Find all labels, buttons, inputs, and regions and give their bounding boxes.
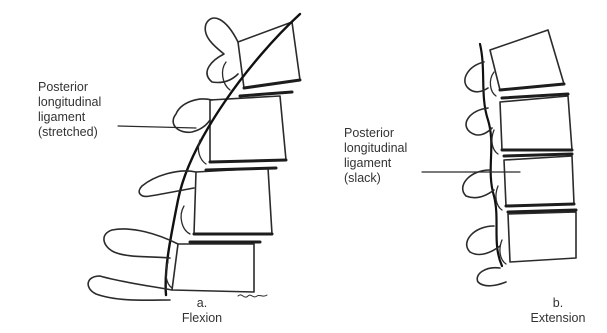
extension-spinous-process-5 — [477, 268, 506, 286]
flexion-caption-letter: a. — [162, 296, 242, 311]
extension-ligament-label: Posterior longitudinal ligament (slack) — [344, 126, 407, 186]
extension-label-line-1: Posterior — [344, 126, 407, 141]
extension-vertebra-2 — [500, 96, 572, 150]
flexion-caption: a. Flexion — [162, 296, 242, 326]
flexion-spinous-process-3 — [139, 171, 196, 196]
extension-spine — [422, 30, 576, 286]
flexion-caption-text: Flexion — [162, 311, 242, 326]
flexion-vertebra-1 — [238, 22, 300, 88]
flexion-label-line-1: Posterior — [38, 80, 101, 95]
extension-caption-letter: b. — [516, 296, 600, 311]
extension-spinous-process-3 — [463, 170, 494, 198]
flexion-vertebra-3 — [194, 168, 272, 234]
flexion-label-line-4: (stretched) — [38, 125, 101, 140]
extension-vertebra-3 — [504, 156, 574, 206]
extension-spinous-process-4 — [467, 226, 500, 254]
extension-discs — [500, 84, 576, 212]
extension-vertebra-1 — [490, 30, 564, 90]
extension-caption: b. Extension — [516, 296, 600, 326]
extension-vertebra-4 — [508, 212, 576, 262]
flexion-ligament-label: Posterior longitudinal ligament (stretch… — [38, 80, 101, 140]
flexion-spine — [88, 14, 300, 300]
flexion-spinous-process-5 — [88, 276, 172, 300]
extension-spinous-process-1 — [465, 62, 488, 92]
flexion-spinous-process-4 — [104, 229, 178, 258]
extension-label-line-2: longitudinal — [344, 141, 407, 156]
flexion-label-leader — [118, 126, 196, 128]
flexion-label-line-3: ligament — [38, 110, 101, 125]
extension-caption-text: Extension — [516, 311, 600, 326]
flexion-artist-signature — [238, 295, 267, 297]
flexion-label-line-2: longitudinal — [38, 95, 101, 110]
flexion-discs — [190, 80, 300, 242]
flexion-spinous-process-1 — [205, 18, 238, 83]
extension-label-line-3: ligament — [344, 156, 407, 171]
flexion-posterior-longitudinal-ligament — [166, 14, 300, 295]
extension-label-line-4: (slack) — [344, 171, 407, 186]
flexion-facets — [166, 62, 230, 288]
flexion-vertebra-4 — [172, 244, 254, 292]
